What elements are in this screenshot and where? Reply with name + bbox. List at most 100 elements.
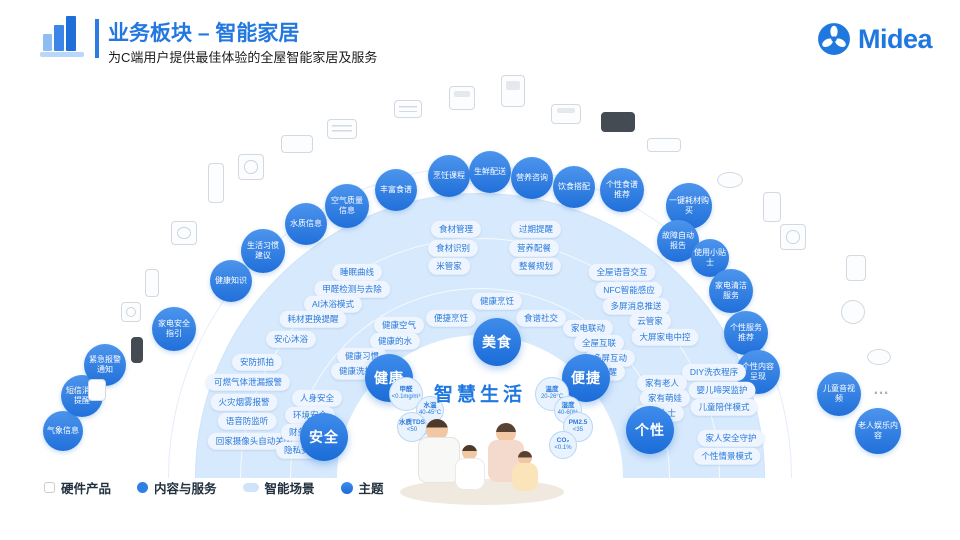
scene-pill: AI沐浴模式 bbox=[303, 295, 363, 313]
scene-pill: 家人安全守护 bbox=[697, 429, 765, 447]
service-node: 个性服务推荐 bbox=[724, 311, 768, 355]
scene-pill: 大屏家电中控 bbox=[631, 328, 699, 346]
legend-item-smart-scene: 智能场景 bbox=[242, 478, 315, 497]
hardware-marker-icon bbox=[44, 482, 55, 493]
more-indicator: … bbox=[67, 380, 85, 397]
midea-wordmark: Midea bbox=[857, 23, 933, 54]
appliance-dishwasher-icon bbox=[171, 221, 197, 245]
legend-item-content-service: 内容与服务 bbox=[137, 478, 217, 497]
service-node: 水质信息 bbox=[285, 203, 327, 245]
appliance-oven-icon bbox=[449, 86, 475, 110]
scene-pill: 个性情景模式 bbox=[693, 447, 761, 465]
scene-pill: DIY洗衣程序 bbox=[681, 363, 747, 381]
more-indicator: … bbox=[873, 381, 891, 398]
scene-pill: 营养配餐 bbox=[508, 239, 560, 257]
scene-pill: 火灾烟雾报警 bbox=[210, 393, 278, 411]
service-node: 生鲜配送 bbox=[469, 151, 511, 193]
appliance-range-hood-icon bbox=[327, 119, 357, 139]
scene-pill: 安心沐浴 bbox=[265, 330, 317, 348]
smart-scene-marker-icon bbox=[242, 483, 259, 492]
service-node: 儿童音视频 bbox=[817, 372, 861, 416]
appliance-tower-air-conditioner-icon bbox=[208, 163, 224, 203]
appliance-electric-fan-icon bbox=[780, 224, 806, 250]
scene-pill: 便捷烹饪 bbox=[425, 309, 477, 327]
service-node: 个性食谱推荐 bbox=[600, 168, 644, 212]
family-member-figure bbox=[512, 463, 538, 491]
category-bubble-convenience: 便捷 bbox=[562, 354, 610, 402]
scene-pill: 整餐规划 bbox=[510, 257, 562, 275]
scene-pill: NFC智能感应 bbox=[595, 281, 663, 299]
family-member-figure bbox=[426, 419, 448, 441]
scene-pill: 米管家 bbox=[428, 257, 470, 275]
scene-pill: 甲醛检测与去除 bbox=[314, 280, 390, 298]
family-member-figure bbox=[418, 437, 460, 483]
family-member-figure bbox=[518, 451, 532, 465]
scene-pill: 家电联动 bbox=[562, 319, 614, 337]
scene-pill: 云管家 bbox=[629, 312, 671, 330]
scene-pill: 食谱社交 bbox=[515, 309, 567, 327]
scene-pill: 耗材更换提醒 bbox=[279, 310, 347, 328]
scene-pill: 语音防监听 bbox=[217, 412, 277, 430]
legend-item-theme: 主题 bbox=[340, 478, 384, 497]
env-metric-bubble: 甲醛<0.1mg/m³ bbox=[389, 377, 423, 411]
family-photo bbox=[392, 415, 572, 507]
scene-pill: 家有萌娃 bbox=[639, 389, 691, 407]
legend-label: 硬件产品 bbox=[61, 482, 112, 496]
appliance-split-air-conditioner-icon bbox=[647, 138, 681, 152]
appliance-gas-stove-icon bbox=[394, 100, 422, 118]
scene-pill: 健康空气 bbox=[373, 316, 425, 334]
page-subtitle: 为C端用户提供最佳体验的全屋智能家居及服务 bbox=[108, 50, 378, 65]
legend-item-hardware: 硬件产品 bbox=[44, 478, 111, 497]
midea-fan-icon bbox=[818, 23, 850, 55]
scene-pill: 睡眠曲线 bbox=[331, 263, 383, 281]
appliance-blender-icon bbox=[145, 269, 159, 297]
content-service-marker-icon bbox=[137, 482, 149, 493]
legend: 硬件产品 内容与服务 智能场景 主题 bbox=[44, 478, 384, 497]
service-node: 饮食搭配 bbox=[553, 166, 595, 208]
appliance-water-purifier-icon bbox=[763, 192, 781, 222]
service-node: 生活习惯建议 bbox=[241, 229, 285, 273]
appliance-security-camera-icon bbox=[121, 302, 141, 322]
scene-pill: 健康的水 bbox=[369, 332, 421, 350]
scene-pill: 多屏消息推送 bbox=[602, 297, 670, 315]
appliance-wall-switch-icon bbox=[88, 379, 106, 401]
legend-label: 内容与服务 bbox=[154, 482, 217, 496]
page-title: 业务板块 – 智能家居 bbox=[108, 22, 300, 45]
scene-pill: 食材管理 bbox=[430, 220, 482, 238]
service-node: 丰富食谱 bbox=[375, 169, 417, 211]
family-member-figure bbox=[455, 458, 485, 490]
title-divider bbox=[95, 19, 99, 58]
center-hub-title: 智慧生活 bbox=[433, 384, 527, 406]
scene-pill: 全屋语音交互 bbox=[588, 263, 656, 281]
service-node: 健康知识 bbox=[210, 260, 252, 302]
service-node: 家电安全指引 bbox=[152, 307, 196, 351]
appliance-electric-kettle-icon bbox=[846, 255, 866, 281]
scene-pill: 可燃气体泄漏报警 bbox=[205, 373, 291, 391]
scene-pill: 过期提醒 bbox=[510, 220, 562, 238]
env-metric-bubble: CO₂<0.1% bbox=[549, 431, 577, 459]
service-node: 老人娱乐内容 bbox=[855, 408, 901, 454]
family-member-figure bbox=[496, 423, 516, 443]
service-node: 家电清洁服务 bbox=[709, 269, 753, 313]
appliance-television-icon bbox=[601, 112, 635, 132]
service-node: 空气质量信息 bbox=[325, 184, 369, 228]
scene-pill: 全屋互联 bbox=[573, 334, 625, 352]
midea-logo: Midea bbox=[817, 22, 933, 56]
scene-pill: 儿童陪伴模式 bbox=[690, 398, 758, 416]
appliance-robot-vacuum-icon bbox=[717, 172, 743, 188]
service-node: 营养咨询 bbox=[511, 157, 553, 199]
appliance-vr-headset-icon bbox=[867, 349, 891, 365]
category-bubble-food: 美食 bbox=[473, 318, 521, 366]
legend-label: 主题 bbox=[358, 482, 384, 496]
appliance-water-heater-icon bbox=[281, 135, 313, 153]
theme-marker-icon bbox=[340, 481, 353, 494]
appliance-door-lock-icon bbox=[131, 337, 143, 363]
scene-pill: 健康烹饪 bbox=[471, 292, 523, 310]
building-chart-icon bbox=[38, 12, 86, 60]
scene-pill: 人身安全 bbox=[291, 389, 343, 407]
appliance-smart-speaker-icon bbox=[841, 300, 865, 324]
appliance-washing-machine-icon bbox=[238, 154, 264, 180]
scene-pill: 食材识别 bbox=[427, 239, 479, 257]
